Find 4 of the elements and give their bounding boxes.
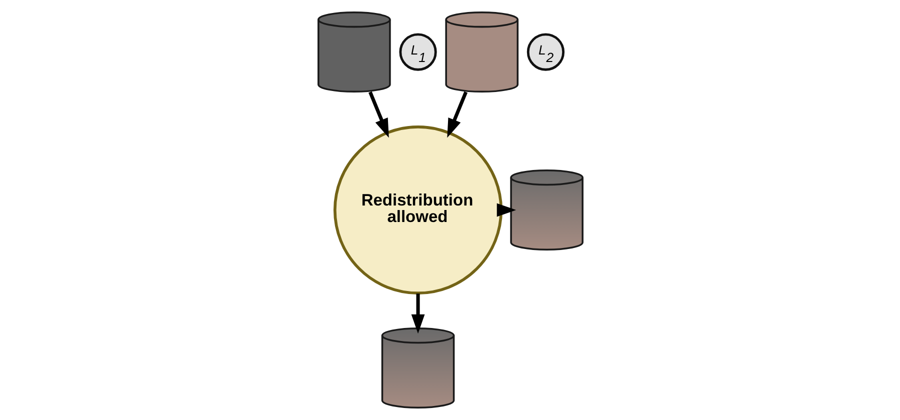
arrow bbox=[368, 91, 388, 138]
arrow bbox=[496, 203, 516, 217]
arrow bbox=[410, 294, 424, 334]
arrow bbox=[446, 91, 468, 138]
